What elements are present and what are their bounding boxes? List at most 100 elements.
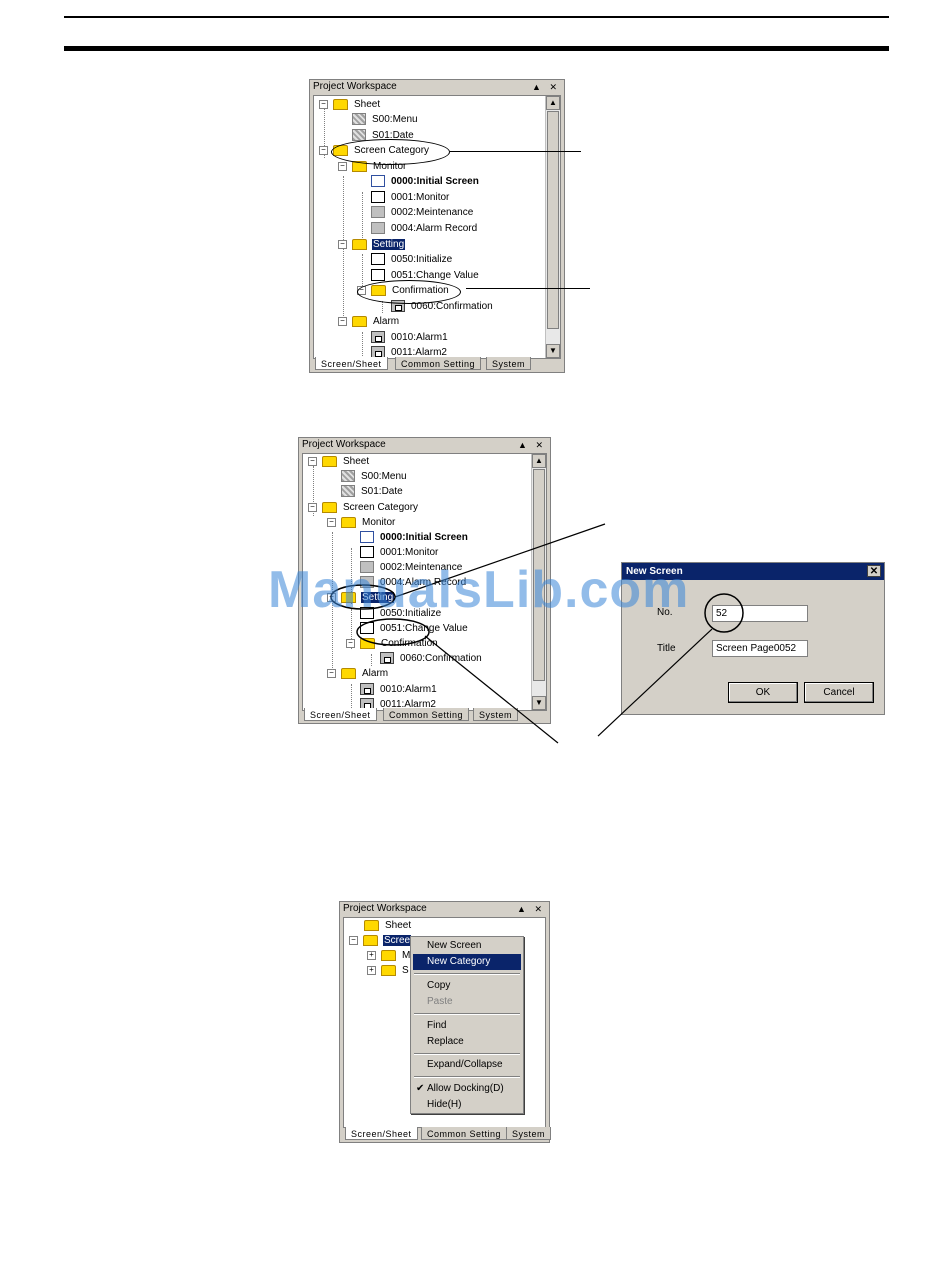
tab-system[interactable]: System [486,357,532,370]
tree-node-screen-category[interactable]: −Scree [349,933,412,948]
tree-node-s00[interactable]: S00:Menu [352,112,419,127]
tree-node-s01[interactable]: S01:Date [341,484,404,499]
tree-node-sheet[interactable]: Sheet [364,918,412,933]
tree-node-setting[interactable]: −Setting [338,237,406,252]
tree-node-setting[interactable]: +S [367,963,410,978]
collapse-icon[interactable]: − [308,502,317,512]
panel-title: Project Workspace [343,903,427,914]
tab-common-setting[interactable]: Common Setting [383,708,470,721]
context-menu: New Screen New Category Copy Paste Find … [410,936,524,1114]
tree-node-0010[interactable]: 0010:Alarm1 [371,330,449,345]
folder-icon [341,516,356,528]
tree-node-0000[interactable]: 0000:Initial Screen [371,174,480,189]
tab-system[interactable]: System [506,1127,552,1140]
tree-node-screen-category[interactable]: −Screen Category [308,500,419,515]
menu-item-find[interactable]: Find [427,1020,447,1031]
folder-icon [341,667,356,679]
sheet-icon [341,485,355,498]
panel-title-bar: Project Workspace ▲ ✕ [340,902,549,916]
scroll-down-icon[interactable]: ▼ [546,344,560,358]
menu-separator [414,973,520,975]
tree-node-0001[interactable]: 0001:Monitor [371,190,450,205]
menu-item-new-screen[interactable]: New Screen [427,940,482,951]
panel-controls[interactable]: ▲ ✕ [518,440,546,450]
menu-item-hide[interactable]: Hide(H) [427,1099,462,1110]
expand-icon[interactable]: + [367,965,376,975]
menu-item-replace[interactable]: Replace [427,1036,464,1047]
expand-icon[interactable]: + [367,950,376,960]
scroll-thumb[interactable] [547,111,559,329]
collapse-icon[interactable]: − [319,99,328,109]
checkmark-icon: ✔ [416,1083,425,1094]
collapse-icon[interactable]: − [338,239,347,249]
collapse-icon[interactable]: − [319,145,328,155]
popup-screen-icon [360,683,374,696]
panel-controls[interactable]: ▲ ✕ [517,904,545,914]
dialog-title-bar: New Screen ✕ [622,563,884,580]
menu-item-expand-collapse[interactable]: Expand/Collapse [427,1059,503,1070]
panel-tabs: Screen/Sheet Common Setting System [302,708,547,722]
collapse-icon[interactable]: − [308,456,317,466]
panel-title: Project Workspace [313,81,397,92]
project-tree[interactable]: −Sheet S00:Menu S01:Date −Screen Categor… [313,95,561,359]
scroll-up-icon[interactable]: ▲ [532,454,546,468]
panel-tabs: Screen/Sheet Common Setting System [313,357,561,371]
screen-number-input[interactable]: 52 [712,605,808,622]
tree-node-0060[interactable]: 0060:Confirmation [380,651,483,666]
screen-icon [360,546,374,559]
tab-system[interactable]: System [473,708,519,721]
tree-node-0050[interactable]: 0050:Initialize [360,606,442,621]
collapse-icon[interactable]: − [327,517,336,527]
panel-controls[interactable]: ▲ ✕ [532,82,560,92]
tree-node-sheet[interactable]: −Sheet [308,454,370,469]
sheet-icon [352,113,366,126]
tree-node-0002[interactable]: 0002:Meintenance [360,560,463,575]
collapse-icon[interactable]: − [338,316,347,326]
vertical-scrollbar[interactable]: ▲ ▼ [545,96,560,358]
menu-item-new-category[interactable]: New Category [413,954,521,970]
collapse-icon[interactable]: − [346,638,355,648]
tree-node-monitor[interactable]: −Monitor [327,515,396,530]
collapse-icon[interactable]: − [338,161,347,171]
vertical-scrollbar[interactable]: ▲ ▼ [531,454,546,710]
menu-item-paste: Paste [427,996,453,1007]
tree-node-0051[interactable]: 0051:Change Value [360,621,469,636]
tree-node-0001[interactable]: 0001:Monitor [360,545,439,560]
watermark: ManualsLib.com [268,561,690,619]
menu-item-allow-docking[interactable]: ✔ Allow Docking(D) [413,1081,521,1097]
tree-node-0002[interactable]: 0002:Meintenance [371,205,474,220]
cancel-button[interactable]: Cancel [804,682,874,703]
screen-title-input[interactable]: Screen Page0052 [712,640,808,657]
tab-screen-sheet[interactable]: Screen/Sheet [304,708,377,721]
tree-node-0051[interactable]: 0051:Change Value [371,268,480,283]
tree-node-0010[interactable]: 0010:Alarm1 [360,682,438,697]
project-tree[interactable]: −Sheet S00:Menu S01:Date −Screen Categor… [302,453,547,711]
tree-node-alarm[interactable]: −Alarm [327,666,389,681]
tab-screen-sheet[interactable]: Screen/Sheet [345,1127,418,1140]
tree-node-s00[interactable]: S00:Menu [341,469,408,484]
folder-icon [363,934,378,946]
collapse-icon[interactable]: − [327,668,336,678]
tree-node-0050[interactable]: 0050:Initialize [371,252,453,267]
scroll-down-icon[interactable]: ▼ [532,696,546,710]
tab-common-setting[interactable]: Common Setting [421,1127,508,1140]
screen-icon [360,561,374,574]
screen-icon [371,269,385,282]
scroll-thumb[interactable] [533,469,545,681]
collapse-icon[interactable]: − [349,935,358,945]
close-icon[interactable]: ✕ [867,565,881,577]
tree-node-0000[interactable]: 0000:Initial Screen [360,530,469,545]
callout-line-confirmation [466,288,590,289]
ok-button[interactable]: OK [728,682,798,703]
tree-node-monitor[interactable]: +M [367,948,411,963]
menu-item-copy[interactable]: Copy [427,980,451,991]
tab-common-setting[interactable]: Common Setting [395,357,482,370]
tree-node-alarm[interactable]: −Alarm [338,314,400,329]
callout-line-screen-category [450,151,581,152]
tree-node-0004[interactable]: 0004:Alarm Record [371,221,478,236]
scroll-up-icon[interactable]: ▲ [546,96,560,110]
tree-node-sheet[interactable]: −Sheet [319,97,381,112]
menu-separator [414,1053,520,1055]
tab-screen-sheet[interactable]: Screen/Sheet [315,357,388,370]
